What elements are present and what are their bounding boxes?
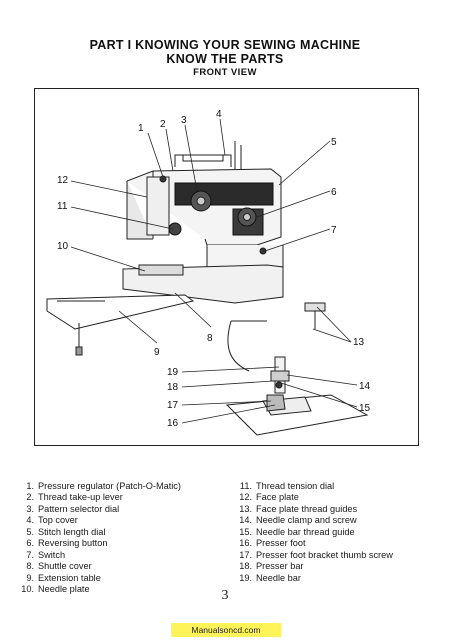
list-item: 14. Needle clamp and screw [230, 515, 445, 526]
figure-subtitle: FRONT VIEW [193, 67, 257, 78]
list-item: 13. Face plate thread guides [230, 504, 445, 515]
callout-3: 3 [181, 115, 187, 126]
item-label: Face plate [256, 492, 299, 503]
list-item: 2. Thread take-up lever [12, 492, 232, 503]
list-item: 19. Needle bar [230, 573, 445, 584]
callout-6: 6 [331, 187, 337, 198]
item-label: Presser foot [256, 538, 306, 549]
item-label: Presser foot bracket thumb screw [256, 549, 393, 560]
list-item: 5. Stitch length dial [12, 527, 232, 538]
callout-8: 8 [207, 333, 213, 344]
item-label: Thread take-up lever [38, 492, 123, 503]
item-number: 11. [239, 481, 252, 491]
parts-list-right: 11. Thread tension dial 12. Face plate 13.… [230, 481, 445, 584]
list-item: 8. Shuttle cover [12, 561, 232, 572]
item-label: Extension table [38, 572, 101, 583]
item-label: Pressure regulator (Patch-O-Matic) [38, 481, 181, 491]
list-item: 10. Needle plate [12, 584, 232, 595]
callout-11: 11 [57, 201, 68, 212]
page-title: PART I KNOWING YOUR SEWING MACHINE [89, 38, 361, 52]
callout-16: 16 [167, 418, 179, 429]
item-number: 17. [239, 549, 252, 560]
item-label: Switch [38, 549, 66, 560]
item-label: Needle bar [256, 572, 301, 583]
leader-lines [70, 118, 358, 424]
item-number: 15. [239, 526, 252, 537]
callout-1: 1 [138, 123, 144, 134]
list-item: 4. Top cover [12, 515, 232, 526]
item-label: Shuttle cover [38, 561, 92, 572]
item-number: 16. [239, 538, 252, 549]
item-label: Reversing button [38, 538, 108, 549]
sewing-machine-illustration: 1 2 3 4 5 6 7 8 9 10 11 12 13 14 15 16 1… [46, 109, 371, 436]
watermark-link[interactable]: Manualsoncd.com [171, 623, 281, 637]
list-item: 6. Reversing button [12, 538, 232, 549]
item-label: Top cover [38, 515, 78, 526]
list-item: 18. Presser bar [230, 561, 445, 572]
item-number: 6. [26, 538, 34, 549]
item-number: 8. [26, 561, 34, 572]
list-item: 7. Switch [12, 550, 232, 561]
callout-4: 4 [216, 109, 222, 120]
list-item: 3. Pattern selector dial [12, 504, 232, 515]
item-label: Needle bar thread guide [256, 526, 355, 537]
needle-area-detail [225, 302, 369, 436]
item-number: 12. [239, 492, 252, 503]
callout-15: 15 [359, 403, 371, 414]
item-number: 9. [26, 572, 34, 583]
item-label: Pattern selector dial [38, 503, 120, 514]
item-label: Needle plate [38, 584, 90, 595]
item-number: 14. [239, 515, 252, 526]
item-label: Presser bar [256, 561, 304, 572]
callout-18: 18 [167, 382, 179, 393]
list-item: 12. Face plate [230, 492, 445, 503]
list-item: 17. Presser foot bracket thumb screw [230, 550, 445, 561]
item-number: 3. [26, 503, 34, 514]
callout-5: 5 [331, 137, 337, 148]
list-item: 9. Extension table [12, 573, 232, 584]
section-title: KNOW THE PARTS [166, 52, 284, 66]
list-item: 16. Presser foot [230, 538, 445, 549]
callout-9: 9 [154, 347, 160, 358]
callout-7: 7 [331, 225, 337, 236]
callout-14: 14 [359, 381, 371, 392]
callout-19: 19 [167, 367, 179, 378]
list-item: 11. Thread tension dial [230, 481, 445, 492]
callout-13: 13 [353, 337, 365, 348]
item-number: 7. [26, 549, 34, 560]
parts-list-left: 1. Pressure regulator (Patch-O-Matic) 2. T… [12, 481, 232, 596]
item-number: 5. [26, 526, 34, 537]
callout-17: 17 [167, 400, 179, 411]
item-number: 2. [26, 492, 34, 503]
item-number: 18. [239, 561, 252, 572]
item-label: Thread tension dial [256, 481, 335, 491]
page-number: 3 [221, 588, 229, 603]
item-number: 10. [21, 584, 34, 595]
callout-12: 12 [57, 175, 69, 186]
list-item: 1. Pressure regulator (Patch-O-Matic) [12, 481, 232, 492]
machine-drawing [46, 141, 284, 356]
item-number: 19. [239, 572, 252, 583]
item-number: 4. [26, 515, 34, 526]
list-item: 15. Needle bar thread guide [230, 527, 445, 538]
item-label: Stitch length dial [38, 526, 106, 537]
item-label: Needle clamp and screw [256, 515, 357, 526]
callout-2: 2 [160, 119, 166, 130]
item-label: Face plate thread guides [256, 503, 358, 514]
item-number: 1. [26, 481, 34, 491]
callout-10: 10 [57, 241, 69, 252]
item-number: 13. [239, 503, 252, 514]
sewing-machine-figure: 1 2 3 4 5 6 7 8 9 10 11 12 13 14 15 16 1… [34, 88, 419, 446]
